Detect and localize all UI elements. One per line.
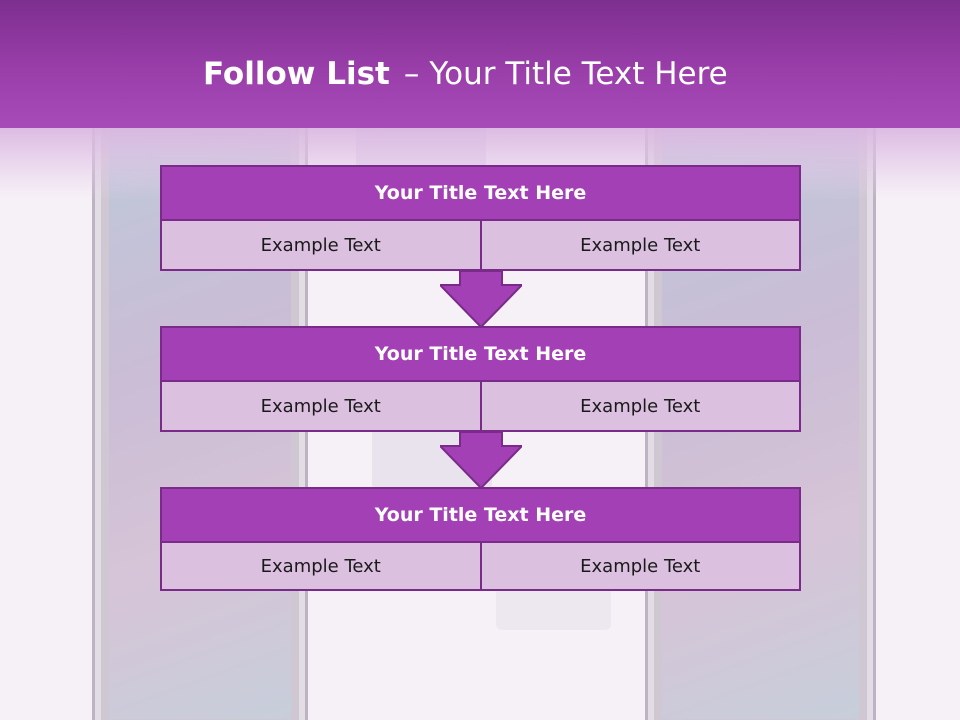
title-rest: Your Title Text Here (429, 56, 728, 92)
block-title: Your Title Text Here (160, 165, 801, 221)
block-cell-right: Example Text (479, 221, 800, 269)
list-block-3: Your Title Text Here Example Text Exampl… (160, 487, 801, 591)
block-title: Your Title Text Here (160, 487, 801, 543)
title-separator: – (403, 56, 420, 92)
block-row: Example Text Example Text (160, 543, 801, 591)
list-block-2: Your Title Text Here Example Text Exampl… (160, 326, 801, 432)
title-bar (0, 0, 960, 128)
block-row: Example Text Example Text (160, 382, 801, 432)
block-cell-left: Example Text (260, 395, 381, 417)
slide-title: Follow List–Your Title Text Here (203, 56, 728, 92)
block-row: Example Text Example Text (160, 221, 801, 271)
block-cell-left: Example Text (260, 234, 381, 256)
block-cell-right: Example Text (479, 382, 800, 430)
block-cell-right: Example Text (479, 543, 800, 589)
block-title: Your Title Text Here (160, 326, 801, 382)
down-arrow-icon (440, 271, 522, 327)
title-bold: Follow List (203, 56, 390, 92)
down-arrow-icon (440, 432, 522, 488)
block-cell-left: Example Text (260, 555, 381, 577)
list-block-1: Your Title Text Here Example Text Exampl… (160, 165, 801, 271)
